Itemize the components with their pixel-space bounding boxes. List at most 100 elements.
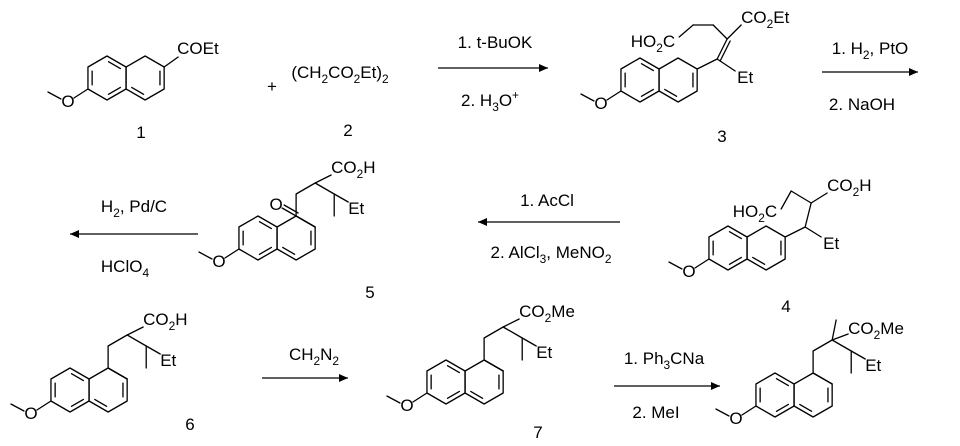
- r1-step1: 1. t-BuOK: [458, 33, 533, 52]
- double-bond: [799, 403, 813, 412]
- c2-formula: (CH2CO2Et)2: [291, 63, 389, 86]
- arrow-r3-head: [478, 218, 487, 226]
- c3-ethyl-bond: [716, 58, 736, 72]
- plus-sign: +: [267, 77, 277, 96]
- c3-aryl-bond: [696, 58, 718, 70]
- c4-aryl-bond: [784, 226, 806, 238]
- c8-ethyl-bond: [850, 350, 866, 360]
- double-bond: [107, 86, 122, 95]
- c8-ethyl: Et: [865, 356, 881, 375]
- c4-acid1-bond: [780, 190, 792, 210]
- c3-alkene-bond: [716, 38, 728, 60]
- c4-ch2-bond: [790, 190, 812, 204]
- c5-methoxy-bond: [224, 248, 240, 259]
- c4-chain-bond: [804, 202, 812, 228]
- c3-ester-bond: [726, 24, 742, 40]
- c5-carbonyl: [281, 207, 297, 217]
- c4-ethyl: Et: [823, 234, 839, 253]
- double-bond: [70, 373, 85, 382]
- double-bond: [470, 390, 484, 399]
- c4-acid2-bond: [810, 192, 828, 204]
- c8-ester: CO2Me: [848, 319, 904, 342]
- r6-step1: 1. Ph3CNa: [624, 349, 705, 372]
- double-bond: [775, 378, 790, 387]
- r4-step1: H2, Pd/C: [101, 197, 167, 220]
- c3-ring-right: [658, 57, 698, 103]
- c7-methoxy-O: O: [400, 396, 413, 415]
- c3-number: 3: [717, 127, 726, 146]
- r3-step1: 1. AcCl: [520, 191, 574, 210]
- c1-ring-left: [87, 55, 127, 101]
- c3-methoxy-O: O: [594, 94, 607, 113]
- double-bond: [70, 398, 85, 407]
- c6-ethyl-bond: [145, 345, 161, 355]
- c8-methyl-bond: [831, 319, 837, 341]
- double-bond: [640, 88, 655, 97]
- c8-ring-top: [812, 339, 852, 385]
- c1-methoxy-O: O: [61, 92, 74, 111]
- r5-step1: CH2N2: [289, 345, 339, 368]
- c3-acid-bond: [678, 24, 694, 38]
- r1-step2: 2. H3O+: [461, 88, 519, 114]
- c5-oxo: O: [269, 195, 282, 214]
- c6-ethyl: Et: [160, 351, 176, 370]
- r6-step2: 2. MeI: [632, 403, 679, 422]
- c7-methoxy-bond: [412, 392, 428, 403]
- c4-methoxy-bond: [694, 258, 710, 269]
- c6-methoxy-O: O: [24, 404, 37, 423]
- double-bond: [664, 88, 678, 97]
- c1-ring-right: [125, 55, 165, 101]
- c4-methoxy-O: O: [682, 262, 695, 281]
- c8-methoxy-O: O: [729, 409, 742, 428]
- c6-ring-left: [50, 367, 90, 413]
- arrow-r2-head: [909, 68, 918, 76]
- c1-acyl-bond: [163, 56, 179, 68]
- c8-methyl-bond: [715, 408, 730, 417]
- c1-methoxy-bond: [73, 88, 89, 99]
- arrows: [70, 64, 918, 390]
- c6-methyl-bond: [10, 403, 25, 412]
- r2-step2: 2. NaOH: [829, 95, 895, 114]
- double-bond: [258, 221, 273, 230]
- c1-group: COEt: [177, 39, 219, 58]
- c2-number: 2: [343, 121, 352, 140]
- c5-carbonyl-2: [283, 204, 299, 214]
- c6-ring-top: [107, 334, 147, 380]
- c7-ethyl-bond: [521, 337, 537, 347]
- c5-number: 5: [365, 283, 374, 302]
- c7-ester: CO2Me: [519, 302, 575, 325]
- c3-methyl-bond: [580, 93, 595, 102]
- c4-ring-right: [746, 225, 786, 271]
- c4-ethyl-bond: [804, 226, 822, 238]
- c4-ring-left: [708, 225, 748, 271]
- double-bond: [107, 61, 122, 70]
- arrow-r1-head: [539, 64, 548, 72]
- c5-methyl-bond: [198, 251, 213, 260]
- c8-ring-left: [755, 372, 795, 418]
- c8-methoxy-bond: [741, 405, 757, 416]
- double-bond: [94, 398, 108, 407]
- double-bond: [446, 365, 461, 374]
- c6-number: 6: [185, 415, 194, 434]
- c3-ring-left: [620, 57, 660, 103]
- double-bond: [282, 246, 296, 255]
- c5-acid: CO2H: [331, 158, 375, 181]
- c6-ring-middle: [88, 367, 128, 413]
- c7-ring-left: [426, 359, 466, 405]
- c8-ester-bond: [831, 333, 849, 341]
- c3-ester: CO2Et: [741, 8, 789, 31]
- c3-ethyl: Et: [737, 68, 753, 87]
- structures: [10, 24, 866, 418]
- c1-methyl-bond: [47, 91, 62, 100]
- c3-acid: HO2C: [631, 32, 675, 55]
- r3-step2: 2. AlCl3, MeNO2: [491, 243, 612, 266]
- c7-ring-middle: [464, 359, 504, 405]
- double-bond: [752, 256, 766, 265]
- c5-ring-top: [295, 182, 335, 228]
- c6-acid: CO2H: [143, 310, 187, 333]
- c5-ethyl: Et: [348, 199, 364, 218]
- c3-alkene-bond-2: [719, 40, 731, 62]
- double-bond: [131, 86, 145, 95]
- r4-step2: HClO4: [101, 257, 150, 280]
